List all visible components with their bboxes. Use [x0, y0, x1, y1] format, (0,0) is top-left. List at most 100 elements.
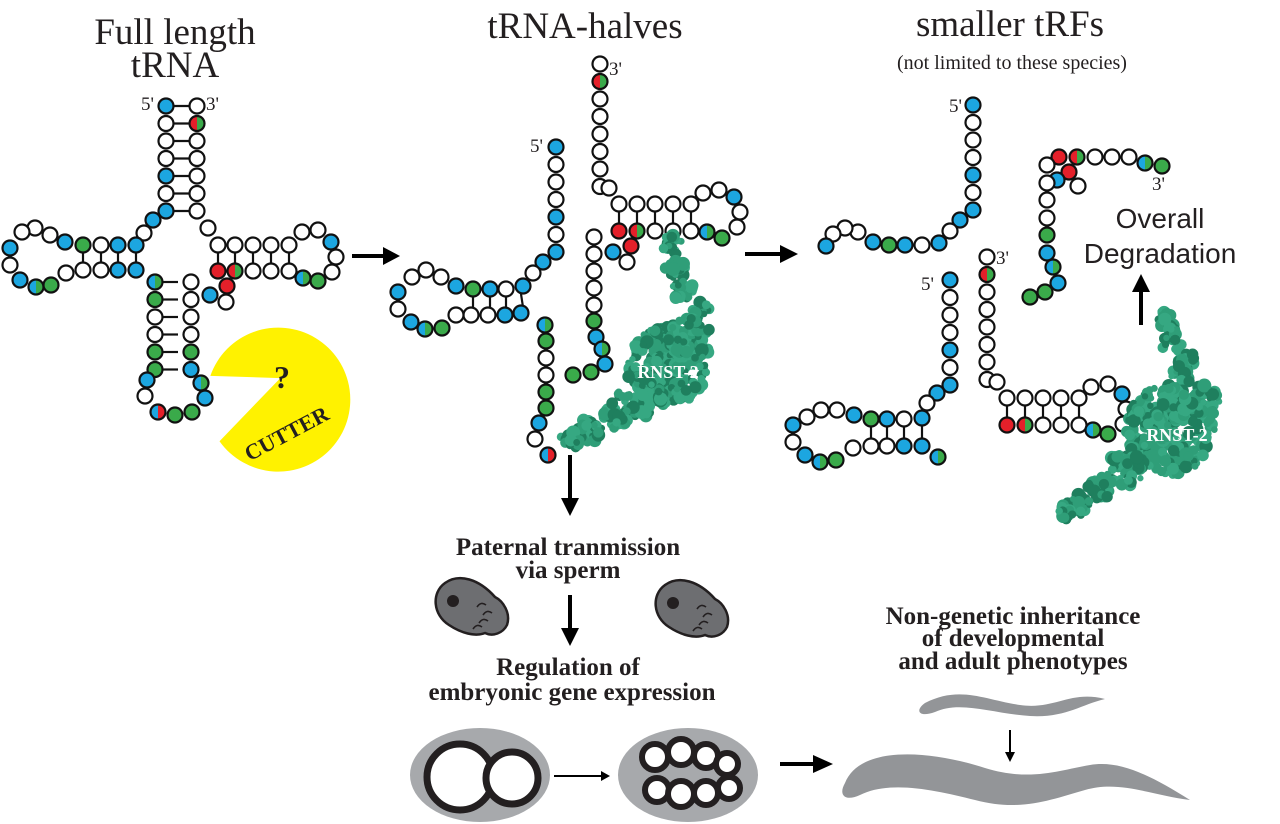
nucleotide: [293, 223, 311, 241]
nucleotide: [596, 355, 614, 373]
nucleotide: [534, 253, 552, 271]
rnst2-label-halves: RNST-2: [637, 362, 698, 382]
nucleotide: [710, 181, 728, 199]
nucleotide: [157, 202, 175, 220]
nucleotide: [591, 107, 609, 126]
sperm-icon-right: [654, 579, 730, 638]
nucleotide: [157, 132, 175, 150]
nucleotide: [157, 97, 175, 115]
nucleotide: [146, 308, 164, 326]
inheritance-label-line3: and adult phenotypes: [898, 648, 1128, 675]
nucleotide: [433, 319, 451, 337]
halves-title: tRNA-halves: [487, 6, 682, 47]
nucleotide: [1038, 174, 1056, 192]
nucleotide: [496, 306, 514, 324]
nucleotide: [280, 262, 298, 280]
nucleotide: [585, 245, 603, 263]
nucleotide: [199, 219, 217, 237]
nucleotide: [1103, 148, 1121, 166]
paternal-label-line2: via sperm: [516, 557, 621, 584]
nucleotide: [880, 236, 898, 254]
nucleotide: [1044, 258, 1062, 276]
nucleotide: [244, 236, 262, 254]
nucleotide: [526, 430, 544, 448]
nucleotide: [728, 218, 746, 236]
nucleotide: [811, 453, 829, 471]
nucleotide: [895, 410, 913, 428]
nucleotide: [1034, 389, 1052, 407]
nucleotide: [447, 277, 465, 295]
nucleotide: [591, 160, 609, 178]
nucleotide: [628, 195, 646, 213]
embryo-cell: [713, 750, 741, 778]
nucleotide: [798, 408, 816, 426]
nucleotide: [127, 261, 145, 279]
nucleotide: [157, 114, 175, 133]
trfs-title: smaller tRFs: [916, 4, 1104, 45]
nucleotide: [878, 410, 896, 428]
full-length-trna: [1, 97, 345, 424]
nucleotide: [713, 229, 731, 247]
nucleotide: [188, 184, 206, 203]
nucleotide: [593, 340, 611, 358]
nucleotide: [988, 373, 1006, 391]
nucleotide: [1038, 244, 1056, 262]
nucleotide: [146, 343, 164, 361]
nucleotide: [524, 264, 542, 282]
nucleotide: [135, 224, 153, 242]
nucleotide: [585, 228, 603, 246]
nucleotide: [928, 384, 946, 402]
nucleotide: [998, 389, 1016, 407]
nucleotide: [537, 399, 555, 417]
halves-5prime-label: 5': [530, 136, 543, 157]
nucleotide: [585, 279, 603, 297]
nucleotide: [149, 403, 167, 421]
nucleotide: [146, 290, 164, 309]
nucleotide: [1084, 421, 1102, 439]
nucleotide: [127, 236, 145, 254]
nucleotide: [941, 358, 959, 377]
nucleotide: [146, 325, 164, 344]
small-arrow-embryo: [554, 771, 610, 781]
nucleotide: [13, 223, 31, 241]
regulation-label-line1: Regulation of: [496, 654, 640, 681]
nucleotide: [182, 308, 200, 326]
nucleotide: [547, 225, 565, 244]
nucleotide: [878, 437, 896, 455]
nucleotide: [844, 439, 862, 457]
trf-d-3prime-label: 3': [996, 248, 1009, 269]
nucleotide: [432, 268, 450, 286]
nucleotide: [812, 401, 830, 419]
nucleotide: [941, 341, 959, 359]
inheritance-label-line1: Non-genetic inheritance: [886, 603, 1141, 630]
nucleotide: [536, 316, 554, 334]
nucleotide: [895, 437, 913, 455]
arrow-to-halves: [352, 247, 400, 265]
nucleotide: [280, 236, 298, 254]
nucleotide: [1038, 191, 1056, 209]
nucleotide: [964, 166, 982, 184]
nucleotide: [964, 131, 982, 149]
nucleotide: [201, 286, 219, 304]
nucleotide: [309, 272, 327, 290]
nucleotide: [512, 304, 530, 322]
nucleotide: [196, 389, 214, 407]
nucleotide: [547, 243, 565, 261]
nucleotide: [941, 323, 959, 342]
nucleotide: [109, 236, 127, 254]
nucleotide: [964, 113, 982, 132]
full-length-title-line1: Full length: [94, 12, 256, 53]
nucleotide: [964, 148, 982, 167]
nucleotide: [416, 320, 434, 338]
embryo-cell: [639, 741, 671, 773]
nucleotide: [226, 236, 244, 254]
nucleotide: [731, 203, 749, 221]
nucleotide: [188, 202, 206, 220]
cutter-pacman: ? CUTTER: [210, 327, 351, 472]
nucleotide: [978, 318, 996, 336]
nucleotide: [157, 184, 175, 203]
nucleotide: [1099, 425, 1117, 443]
nucleotide: [182, 360, 200, 379]
nucleotide: [1070, 389, 1088, 407]
